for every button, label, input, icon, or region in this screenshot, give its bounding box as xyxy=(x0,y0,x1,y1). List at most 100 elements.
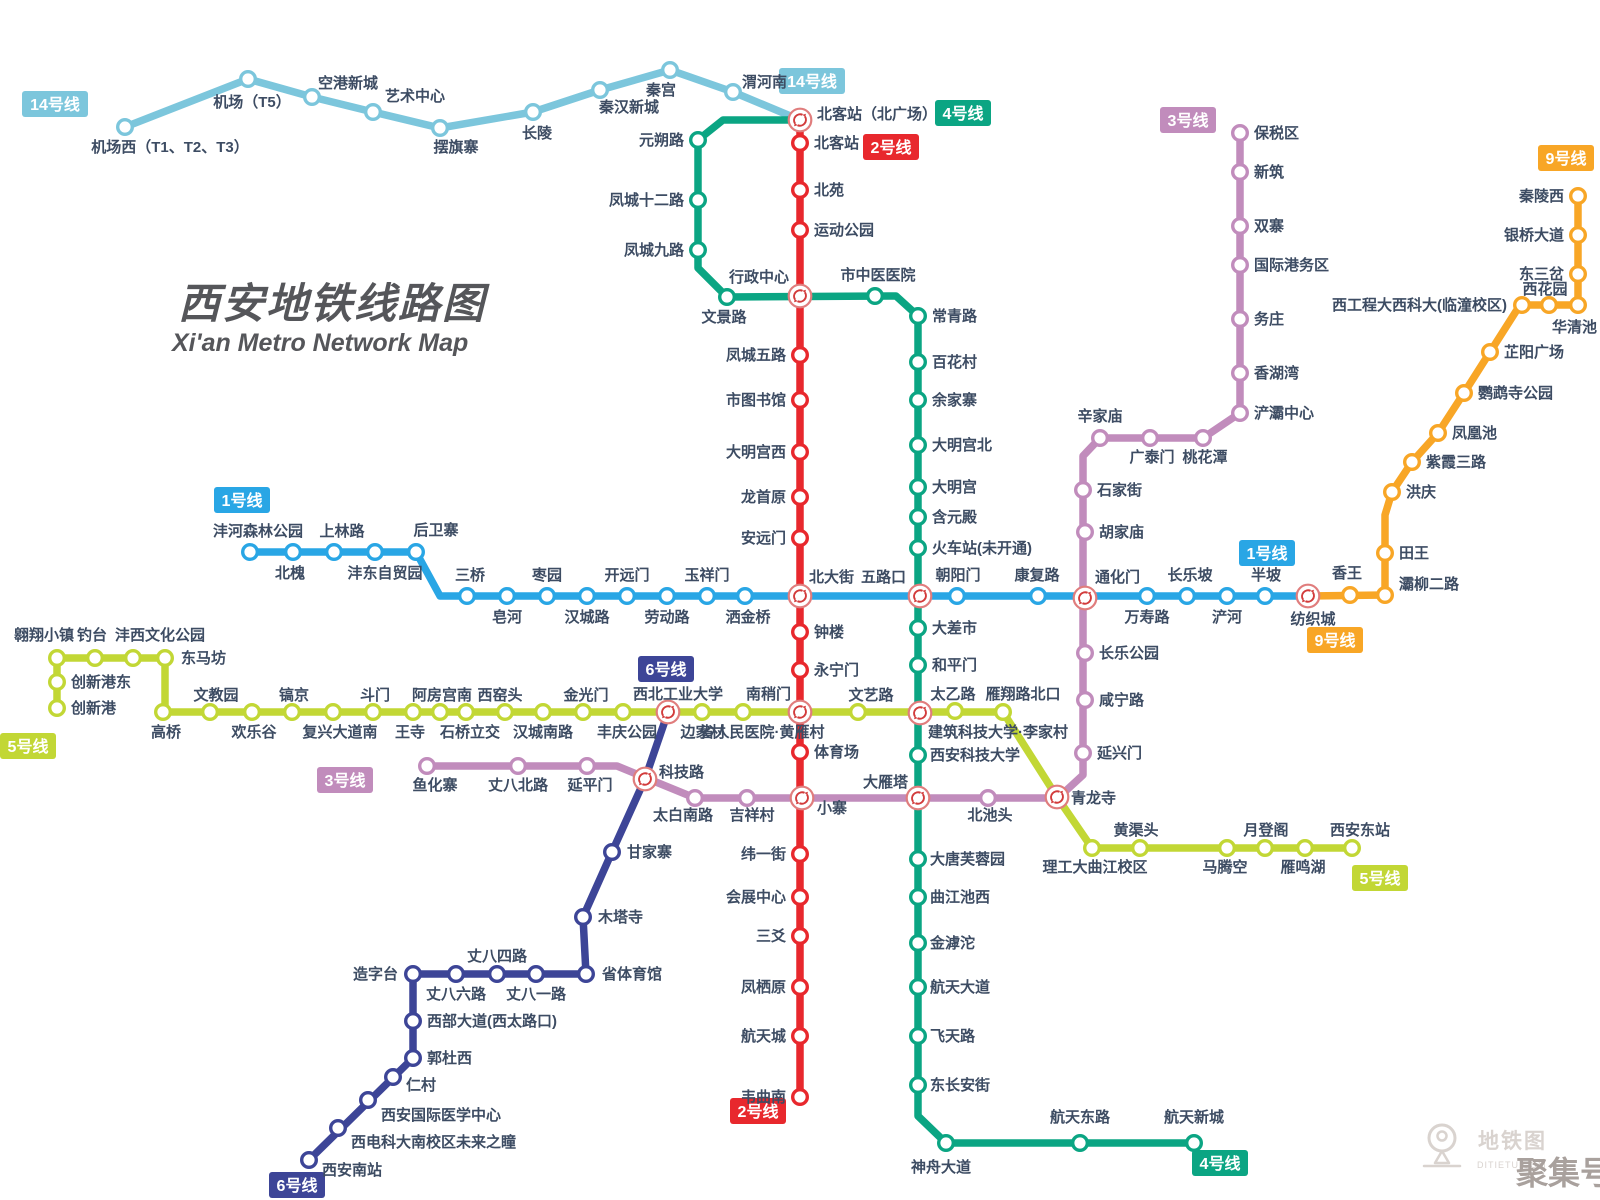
station-dot[interactable] xyxy=(155,649,174,668)
station-label[interactable]: 安远门 xyxy=(741,529,786,547)
station-label[interactable]: 龙首原 xyxy=(740,488,786,506)
station-dot[interactable] xyxy=(791,978,810,997)
station-label[interactable]: 丈八一路 xyxy=(506,985,567,1003)
station-label[interactable]: 西安国际医学中心 xyxy=(381,1106,501,1124)
station-dot[interactable] xyxy=(791,529,810,548)
station-dot[interactable] xyxy=(366,543,385,562)
interchange-label[interactable]: 青龙寺 xyxy=(1071,789,1116,807)
station-dot[interactable] xyxy=(724,82,743,101)
station-dot[interactable] xyxy=(791,133,810,152)
station-label[interactable]: 造字台 xyxy=(353,965,398,983)
station-label[interactable]: 省体育馆 xyxy=(601,965,662,983)
station-label[interactable]: 西部大道(西太路口) xyxy=(427,1012,557,1030)
station-dot[interactable] xyxy=(591,80,610,99)
station-dot[interactable] xyxy=(909,353,928,372)
station-label[interactable]: 鱼化寨 xyxy=(412,776,457,794)
station-dot[interactable] xyxy=(153,703,172,722)
station-dot[interactable] xyxy=(791,488,810,507)
station-dot[interactable] xyxy=(418,757,437,776)
station-dot[interactable] xyxy=(1140,429,1159,448)
interchange-icon[interactable] xyxy=(655,699,681,725)
station-dot[interactable] xyxy=(909,307,928,326)
station-dot[interactable] xyxy=(527,965,546,984)
station-dot[interactable] xyxy=(447,965,466,984)
station-label[interactable]: 机场（T5） xyxy=(213,93,291,111)
interchange-label[interactable]: 行政中心 xyxy=(728,268,789,286)
station-dot[interactable] xyxy=(1480,343,1499,362)
station-label[interactable]: 永宁门 xyxy=(813,661,859,679)
station-dot[interactable] xyxy=(909,478,928,497)
station-dot[interactable] xyxy=(431,118,450,137)
station-label[interactable]: 西安南站 xyxy=(322,1161,382,1179)
station-dot[interactable] xyxy=(238,69,257,88)
station-dot[interactable] xyxy=(1230,256,1249,275)
station-dot[interactable] xyxy=(404,703,423,722)
station-label[interactable]: 劳动路 xyxy=(644,608,690,626)
station-label[interactable]: 马腾空 xyxy=(1202,858,1247,876)
station-label[interactable]: 北池头 xyxy=(967,806,1012,824)
station-label[interactable]: 新筑 xyxy=(1254,163,1284,181)
station-label[interactable]: 长乐公园 xyxy=(1099,644,1159,662)
station-label[interactable]: 三爻 xyxy=(756,927,787,945)
station-label[interactable]: 长陵 xyxy=(522,124,553,142)
station-dot[interactable] xyxy=(791,391,810,410)
station-label[interactable]: 高桥 xyxy=(151,723,182,741)
station-label[interactable]: 浐灞中心 xyxy=(1254,404,1314,422)
station-label[interactable]: 沣西文化公园 xyxy=(115,626,205,644)
station-dot[interactable] xyxy=(1184,1133,1203,1152)
station-dot[interactable] xyxy=(1568,225,1587,244)
station-dot[interactable] xyxy=(284,543,303,562)
station-label[interactable]: 汉城南路 xyxy=(513,723,574,741)
station-label[interactable]: 飞天路 xyxy=(930,1027,976,1045)
interchange-icon[interactable] xyxy=(905,785,931,811)
station-dot[interactable] xyxy=(496,703,515,722)
station-dot[interactable] xyxy=(1137,587,1156,606)
station-label[interactable]: 北客站 xyxy=(814,134,859,152)
station-dot[interactable] xyxy=(498,587,517,606)
station-dot[interactable] xyxy=(849,703,868,722)
station-label[interactable]: 市中医医院 xyxy=(840,266,915,284)
station-dot[interactable] xyxy=(324,703,343,722)
station-label[interactable]: 灞柳二路 xyxy=(1399,575,1460,593)
station-dot[interactable] xyxy=(1028,587,1047,606)
station-label[interactable]: 鹦鹉寺公园 xyxy=(1477,384,1553,402)
interchange-label[interactable]: 南稍门 xyxy=(746,685,791,703)
station-dot[interactable] xyxy=(791,927,810,946)
station-label[interactable]: 国际港务区 xyxy=(1254,256,1329,274)
station-label[interactable]: 钓台 xyxy=(77,626,107,644)
station-label[interactable]: 丈八六路 xyxy=(426,985,487,1003)
interchange-icon[interactable] xyxy=(787,699,813,725)
interchange-icon[interactable] xyxy=(1044,784,1070,810)
station-dot[interactable] xyxy=(791,845,810,864)
station-dot[interactable] xyxy=(1230,404,1249,423)
station-dot[interactable] xyxy=(1375,544,1394,563)
station-label[interactable]: 含元殿 xyxy=(932,508,978,526)
station-label[interactable]: 保税区 xyxy=(1253,124,1299,142)
station-dot[interactable] xyxy=(303,87,322,106)
station-dot[interactable] xyxy=(994,703,1013,722)
station-dot[interactable] xyxy=(909,1026,928,1045)
station-dot[interactable] xyxy=(1568,265,1587,284)
station-label[interactable]: 丈八北路 xyxy=(488,776,549,794)
station-dot[interactable] xyxy=(1375,586,1394,605)
interchange-label[interactable]: 科技路 xyxy=(659,763,705,781)
station-dot[interactable] xyxy=(240,543,259,562)
station-dot[interactable] xyxy=(791,661,810,680)
station-dot[interactable] xyxy=(909,888,928,907)
station-label[interactable]: 凤城十二路 xyxy=(609,191,685,209)
station-label[interactable]: 紫霞三路 xyxy=(1426,453,1487,471)
interchange-icon[interactable] xyxy=(632,766,658,792)
station-dot[interactable] xyxy=(1255,839,1274,858)
station-dot[interactable] xyxy=(909,656,928,675)
station-label[interactable]: 大唐芙蓉园 xyxy=(930,850,1005,868)
station-label[interactable]: 双寨 xyxy=(1254,217,1284,235)
interchange-label[interactable]: 北客站（北广场） xyxy=(817,105,937,123)
station-dot[interactable] xyxy=(1230,123,1249,142)
interchange-label[interactable]: 通化门 xyxy=(1095,568,1140,586)
station-dot[interactable] xyxy=(791,1087,810,1106)
station-dot[interactable] xyxy=(578,757,597,776)
station-dot[interactable] xyxy=(404,1012,423,1031)
interchange-icon[interactable] xyxy=(787,107,813,133)
station-label[interactable]: 康复路 xyxy=(1014,566,1060,584)
station-label[interactable]: 吉祥村 xyxy=(729,806,774,824)
